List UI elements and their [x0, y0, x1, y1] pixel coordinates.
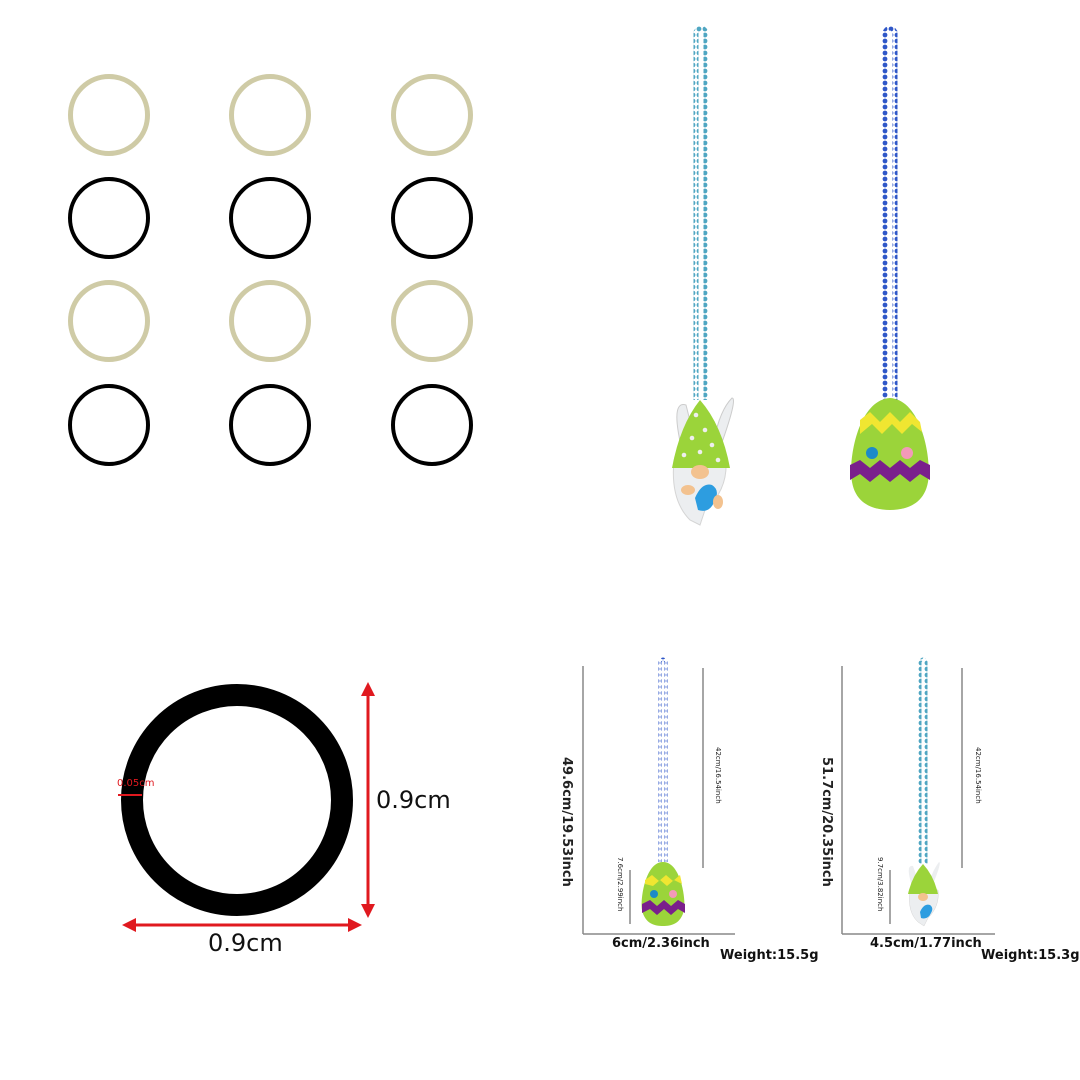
ring-beige — [391, 280, 473, 362]
gnome-width: 4.5cm/1.77inch — [870, 936, 982, 951]
ring-black — [68, 384, 150, 466]
gnome-weight: Weight:15.3g — [981, 948, 1080, 963]
ring-black — [229, 384, 311, 466]
gnome-pendant-length: 9.7cm/3.82inch — [876, 857, 884, 912]
ring-black — [68, 177, 150, 259]
ring-black — [391, 384, 473, 466]
ring-black — [391, 177, 473, 259]
ring-black — [229, 177, 311, 259]
egg-width: 6cm/2.36inch — [612, 936, 710, 951]
ring-beige — [68, 280, 150, 362]
height-label: 0.9cm — [376, 786, 451, 814]
egg-necklace — [850, 25, 930, 510]
ring-beige — [391, 74, 473, 156]
gnome-necklace — [672, 25, 734, 526]
ring-beige — [68, 74, 150, 156]
ring-beige — [229, 74, 311, 156]
ring-beige — [229, 280, 311, 362]
egg-weight: Weight:15.5g — [720, 948, 819, 963]
width-label: 0.9cm — [208, 929, 283, 957]
gnome-total-length: 51.7cm/20.35inch — [819, 757, 834, 887]
gnome-chain-length: 42cm/16.54inch — [974, 747, 982, 804]
thickness-label: 0.05cm — [117, 778, 155, 789]
